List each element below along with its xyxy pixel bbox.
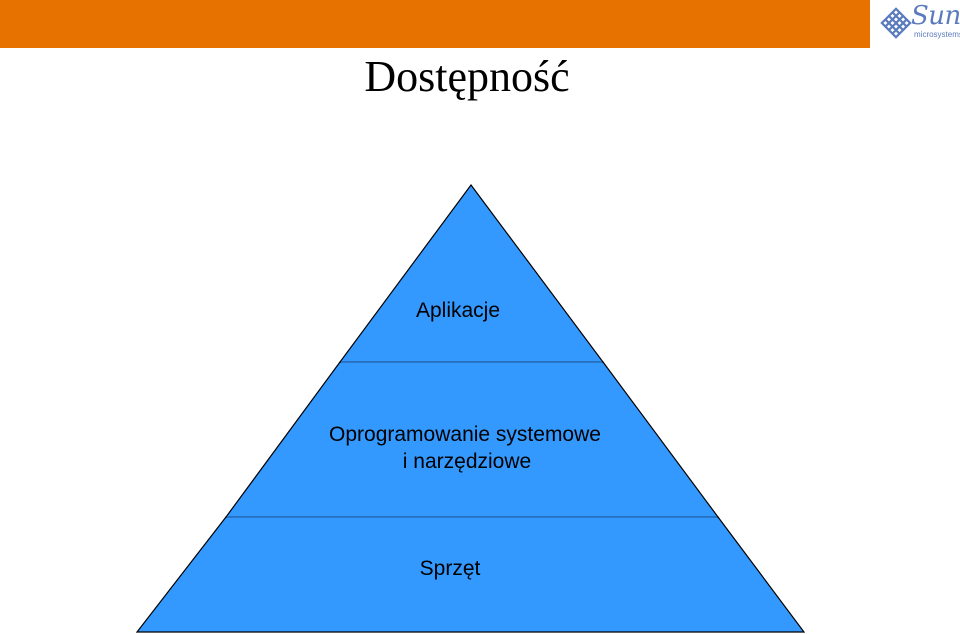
tier-label-applications: Aplikacje bbox=[416, 299, 500, 322]
sun-microsystems-logo: Sun microsystems bbox=[880, 1, 960, 44]
tier-label-hardware: Sprzęt bbox=[420, 557, 481, 580]
logo-name: Sun bbox=[911, 1, 960, 31]
logo-subtitle: microsystems bbox=[914, 30, 960, 39]
header-bar bbox=[0, 0, 870, 48]
header-bar-curve bbox=[838, 0, 858, 48]
sun-logo-mark-icon bbox=[880, 7, 912, 39]
tier-label-system-software-line1: Oprogramowanie systemowe bbox=[329, 423, 601, 446]
pyramid-tier-top bbox=[338, 183, 605, 363]
tier-label-system-software-line2: i narzędziowe bbox=[403, 450, 531, 473]
slide-title: Dostępność bbox=[364, 52, 570, 101]
